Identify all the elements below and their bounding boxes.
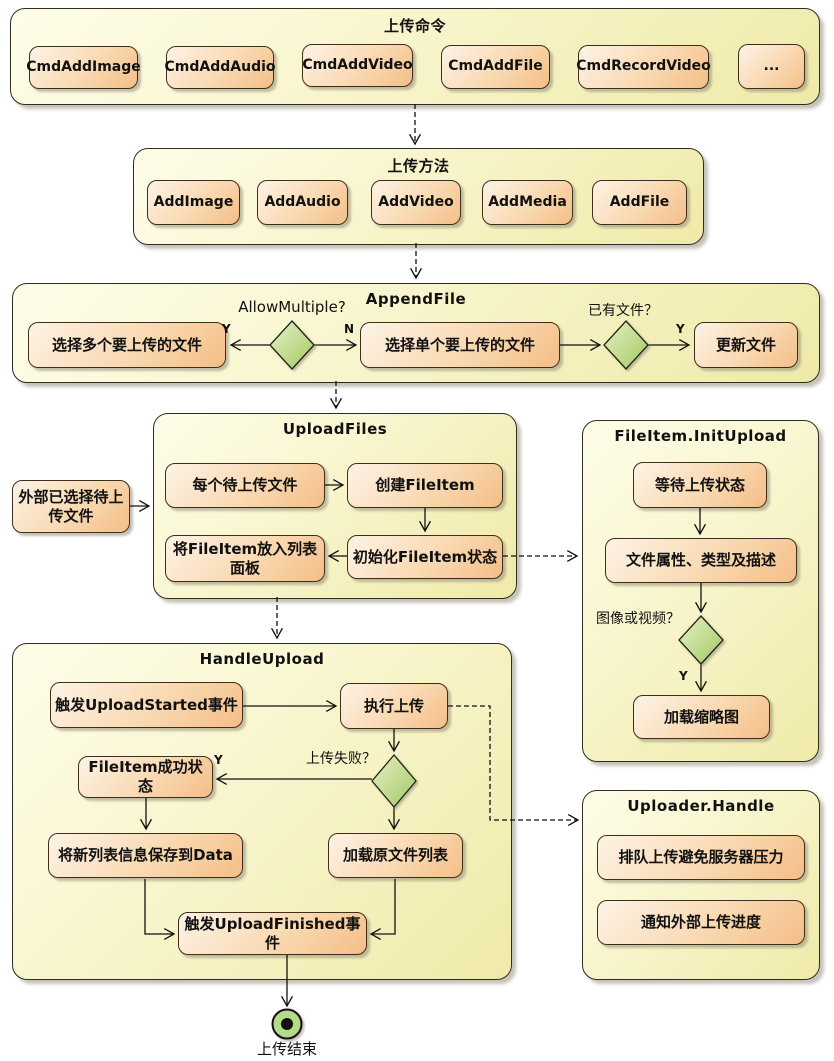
node-add-audio: AddAudio — [257, 180, 348, 225]
node-add-media: AddMedia — [482, 180, 573, 225]
decision-label-has-file: 已有文件？ — [588, 303, 658, 319]
node-save-new-list-to-data: 将新列表信息保存到Data — [48, 833, 243, 878]
node-cmd-record-video: CmdRecordVideo — [576, 45, 711, 89]
node-add-image: AddImage — [147, 180, 240, 225]
node-queue-uploads: 排队上传避免服务器压力 — [597, 835, 805, 880]
branch-yes-success-state: Y — [214, 753, 223, 767]
node-put-fileitem-in-list: 将FileItem放入列表面板 — [165, 535, 325, 582]
node-do-upload: 执行上传 — [340, 683, 448, 729]
node-add-file: AddFile — [592, 180, 687, 225]
end-node-inner-dot — [281, 1018, 293, 1030]
node-fileitem-success-state: FileItem成功状态 — [78, 756, 213, 798]
node-fire-uploadstarted-event: 触发UploadStarted事件 — [50, 682, 243, 728]
node-update-file: 更新文件 — [694, 322, 798, 368]
node-load-original-file-list: 加载原文件列表 — [328, 833, 463, 878]
branch-no-select-single: N — [344, 322, 355, 336]
node-notify-upload-progress: 通知外部上传进度 — [597, 900, 805, 945]
frame-upload-commands-title: 上传命令 — [383, 17, 446, 35]
frame-uploader-handle-title: Uploader.Handle — [627, 797, 775, 815]
node-fire-uploadfinished-event: 触发UploadFinished事件 — [178, 912, 367, 955]
decision-label-allow-multiple: AllowMultiple? — [238, 298, 346, 316]
node-init-fileitem-state: 初始化FileItem状态 — [347, 535, 503, 579]
branch-yes-load-thumbnail: Y — [679, 669, 688, 683]
end-node-label: 上传结束 — [256, 1040, 317, 1058]
node-waiting-upload-state: 等待上传状态 — [633, 462, 767, 508]
end-node — [271, 1008, 303, 1040]
frame-uploader-handle: Uploader.Handle — [582, 790, 820, 980]
end-node-outer-circle — [271, 1008, 303, 1040]
node-create-fileitem: 创建FileItem — [347, 463, 503, 508]
branch-yes-update-file: Y — [676, 322, 685, 336]
node-cmd-add-image: CmdAddImage — [26, 46, 141, 89]
decision-label-image-or-video: 图像或视频？ — [596, 611, 680, 627]
node-select-single-file: 选择单个要上传的文件 — [360, 322, 560, 368]
node-cmd-add-file: CmdAddFile — [441, 45, 550, 89]
node-select-multiple-files: 选择多个要上传的文件 — [28, 322, 226, 368]
frame-upload-files-title: UploadFiles — [282, 420, 388, 438]
node-load-thumbnail: 加载缩略图 — [633, 695, 770, 739]
node-file-props-type-desc: 文件属性、类型及描述 — [605, 538, 797, 583]
decision-label-upload-failed: 上传失败？ — [306, 751, 376, 767]
branch-yes-select-multiple: Y — [222, 322, 231, 336]
node-external-selected-files: 外部已选择待上传文件 — [12, 480, 130, 533]
node-each-pending-file: 每个待上传文件 — [165, 463, 325, 508]
node-cmd-ellipsis: ... — [738, 44, 805, 89]
frame-upload-methods-title: 上传方法 — [387, 157, 450, 175]
frame-fileitem-initupload-title: FileItem.InitUpload — [614, 427, 787, 445]
node-add-video: AddVideo — [371, 180, 461, 225]
frame-handle-upload-title: HandleUpload — [199, 650, 325, 668]
node-cmd-add-audio: CmdAddAudio — [165, 46, 276, 89]
frame-append-file-title: AppendFile — [365, 290, 467, 308]
node-cmd-add-video: CmdAddVideo — [302, 44, 413, 87]
